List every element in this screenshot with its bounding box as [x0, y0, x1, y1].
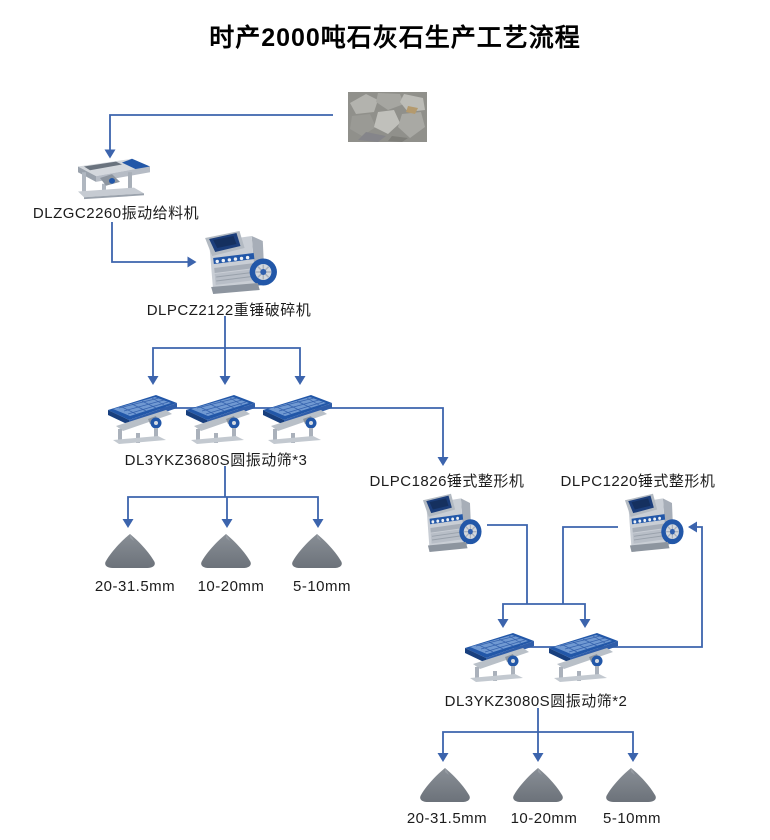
line-shaper1826-to-bus	[487, 524, 528, 604]
hammer-crusher-machine	[199, 228, 280, 294]
stone-pile-icon	[418, 766, 472, 804]
product-size-top-2: 10-20mm	[197, 578, 265, 595]
vibrating-screen-icon	[261, 393, 334, 445]
vibrating-screen-icon	[184, 393, 257, 445]
limestone-rocks-photo	[348, 92, 427, 142]
shaper-1826-machine	[418, 491, 484, 552]
product-pile-top-3	[290, 532, 344, 570]
vibrating-screen-icon	[106, 393, 179, 445]
product-pile-top-2	[199, 532, 253, 570]
vibrating-screen-icon	[547, 631, 620, 683]
crusher-label: DLPCZ2122重锤破碎机	[146, 302, 312, 319]
product-size-bottom-2: 10-20mm	[510, 810, 578, 827]
stone-pile-icon	[103, 532, 157, 570]
screens-top-label: DL3YKZ3680S圆振动筛*3	[124, 452, 308, 469]
vibrating-screen-top-3	[261, 393, 334, 445]
product-size-top-1: 20-31.5mm	[94, 578, 176, 595]
shaper-1826-label: DLPC1826锤式整形机	[369, 473, 525, 490]
vibrating-screen-icon	[463, 631, 536, 683]
product-size-bottom-3: 5-10mm	[602, 810, 662, 827]
arrows-bus-to-screens-bottom	[497, 603, 591, 628]
arrow-rock-to-feeder	[104, 114, 333, 159]
limestone-rocks-icon	[348, 92, 427, 142]
stone-pile-icon	[290, 532, 344, 570]
shaper-1220-label: DLPC1220锤式整形机	[560, 473, 716, 490]
arrows-screens-to-products-top	[122, 466, 324, 528]
screens-bottom-label: DL3YKZ3080S圆振动筛*2	[444, 693, 628, 710]
stone-pile-icon	[604, 766, 658, 804]
product-size-top-3: 5-10mm	[292, 578, 352, 595]
product-pile-bottom-1	[418, 766, 472, 804]
product-pile-bottom-3	[604, 766, 658, 804]
arrows-screens-bottom-to-products	[437, 708, 639, 762]
arrow-feeder-to-crusher	[111, 222, 197, 268]
vibrating-screen-bottom-2	[547, 631, 620, 683]
stone-pile-icon	[511, 766, 565, 804]
hammer-shaper-icon	[620, 491, 686, 552]
line-shaper1220-to-bus	[562, 526, 618, 604]
vibrating-screen-top-2	[184, 393, 257, 445]
hammer-shaper-icon	[418, 491, 484, 552]
feeder-label: DLZGC2260振动给料机	[32, 205, 200, 222]
stone-pile-icon	[199, 532, 253, 570]
vibrating-screen-top-1	[106, 393, 179, 445]
vibrating-feeder-machine	[72, 153, 157, 203]
shaper-1220-machine	[620, 491, 686, 552]
product-size-bottom-1: 20-31.5mm	[406, 810, 488, 827]
product-pile-top-1	[103, 532, 157, 570]
vibrating-feeder-icon	[72, 153, 157, 203]
product-pile-bottom-2	[511, 766, 565, 804]
hammer-crusher-icon	[199, 228, 280, 294]
page-title: 时产2000吨石灰石生产工艺流程	[209, 24, 581, 52]
vibrating-screen-bottom-1	[463, 631, 536, 683]
arrows-crusher-to-screens	[147, 316, 306, 385]
